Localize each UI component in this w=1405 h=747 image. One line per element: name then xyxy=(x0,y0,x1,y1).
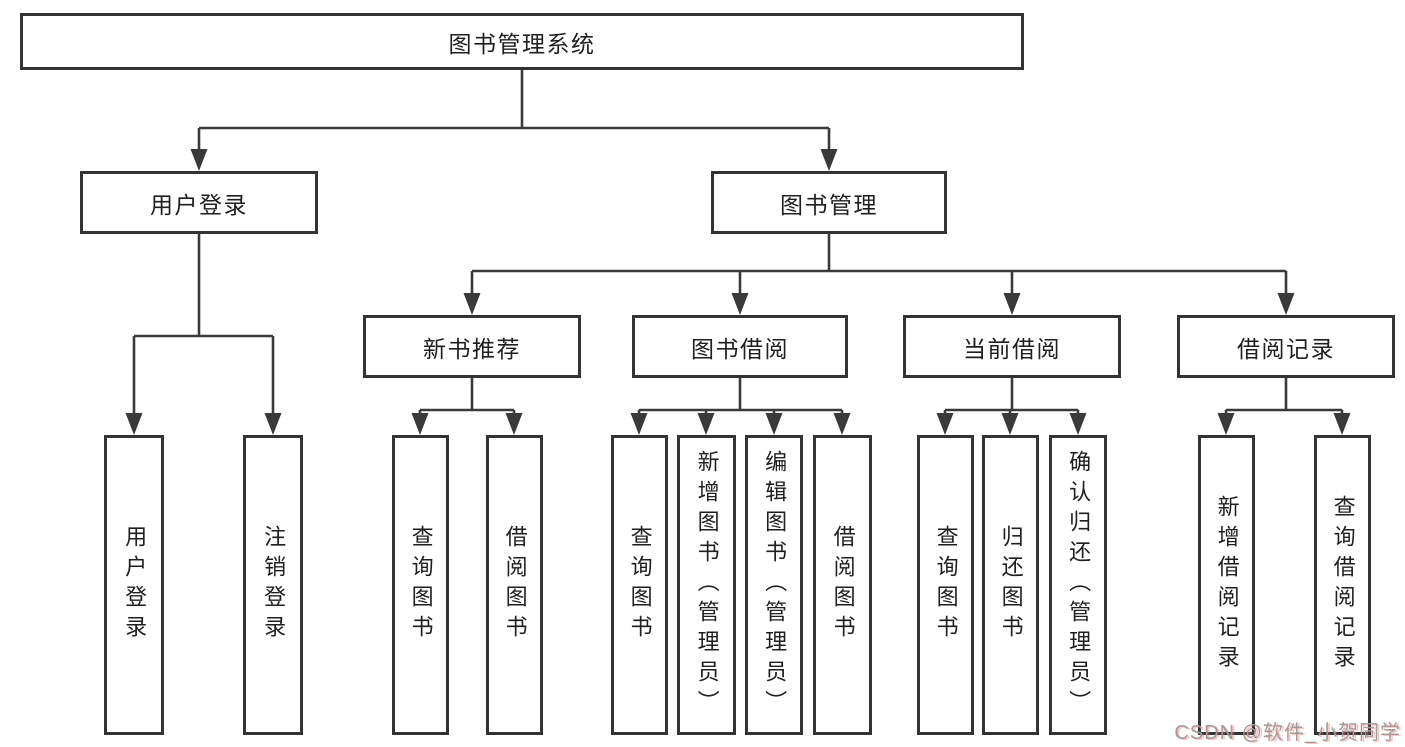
leaf-query-books: 查询图书 xyxy=(392,435,449,735)
leaf-user-login: 用户登录 xyxy=(104,435,164,735)
leaf-label: 查询图书 xyxy=(408,525,434,645)
leaf-confirm-return-admin: 确认归还（管理员） xyxy=(1049,435,1107,735)
node-label: 图书借阅 xyxy=(691,335,789,362)
leaf-query-borrow-record: 查询借阅记录 xyxy=(1314,435,1371,735)
node-label: 图书管理 xyxy=(780,191,878,218)
leaf-return-books: 归还图书 xyxy=(982,435,1039,735)
node-label: 图书管理系统 xyxy=(448,30,596,57)
csdn-watermark: CSDN @软件_小贺同学 xyxy=(1174,722,1401,744)
node-borrowing-records: 借阅记录 xyxy=(1177,315,1395,378)
leaf-borrow-books: 借阅图书 xyxy=(813,435,872,735)
node-user-login: 用户登录 xyxy=(80,171,318,234)
leaf-query-books: 查询图书 xyxy=(611,435,668,735)
node-book-management: 图书管理 xyxy=(711,171,947,234)
node-label: 新书推荐 xyxy=(423,335,521,362)
arrowheads xyxy=(125,149,1351,435)
node-library-management-system: 图书管理系统 xyxy=(20,13,1024,70)
node-label: 当前借阅 xyxy=(963,335,1061,362)
leaf-label: 借阅图书 xyxy=(830,525,856,645)
node-book-borrowing: 图书借阅 xyxy=(632,315,848,378)
leaf-label: 确认归还（管理员） xyxy=(1066,450,1092,720)
leaf-label: 查询图书 xyxy=(933,525,959,645)
leaf-label: 借阅图书 xyxy=(502,525,528,645)
leaf-label: 新增图书（管理员） xyxy=(694,450,720,720)
node-new-book-recommendation: 新书推荐 xyxy=(363,315,581,378)
leaf-label: 查询借阅记录 xyxy=(1330,495,1356,675)
leaf-add-books-admin: 新增图书（管理员） xyxy=(677,435,736,735)
node-label: 用户登录 xyxy=(150,191,248,218)
leaf-label: 查询图书 xyxy=(627,525,653,645)
leaf-add-borrow-record: 新增借阅记录 xyxy=(1198,435,1255,735)
leaf-label: 编辑图书（管理员） xyxy=(762,450,788,720)
leaf-label: 新增借阅记录 xyxy=(1214,495,1240,675)
leaf-borrow-books: 借阅图书 xyxy=(486,435,543,735)
leaf-label: 归还图书 xyxy=(998,525,1024,645)
node-current-borrowing: 当前借阅 xyxy=(903,315,1121,378)
leaf-query-books: 查询图书 xyxy=(917,435,974,735)
leaf-logout: 注销登录 xyxy=(243,435,303,735)
node-label: 借阅记录 xyxy=(1237,335,1335,362)
leaf-edit-books-admin: 编辑图书（管理员） xyxy=(745,435,803,735)
leaf-label: 注销登录 xyxy=(261,525,287,645)
leaf-label: 用户登录 xyxy=(122,525,148,645)
